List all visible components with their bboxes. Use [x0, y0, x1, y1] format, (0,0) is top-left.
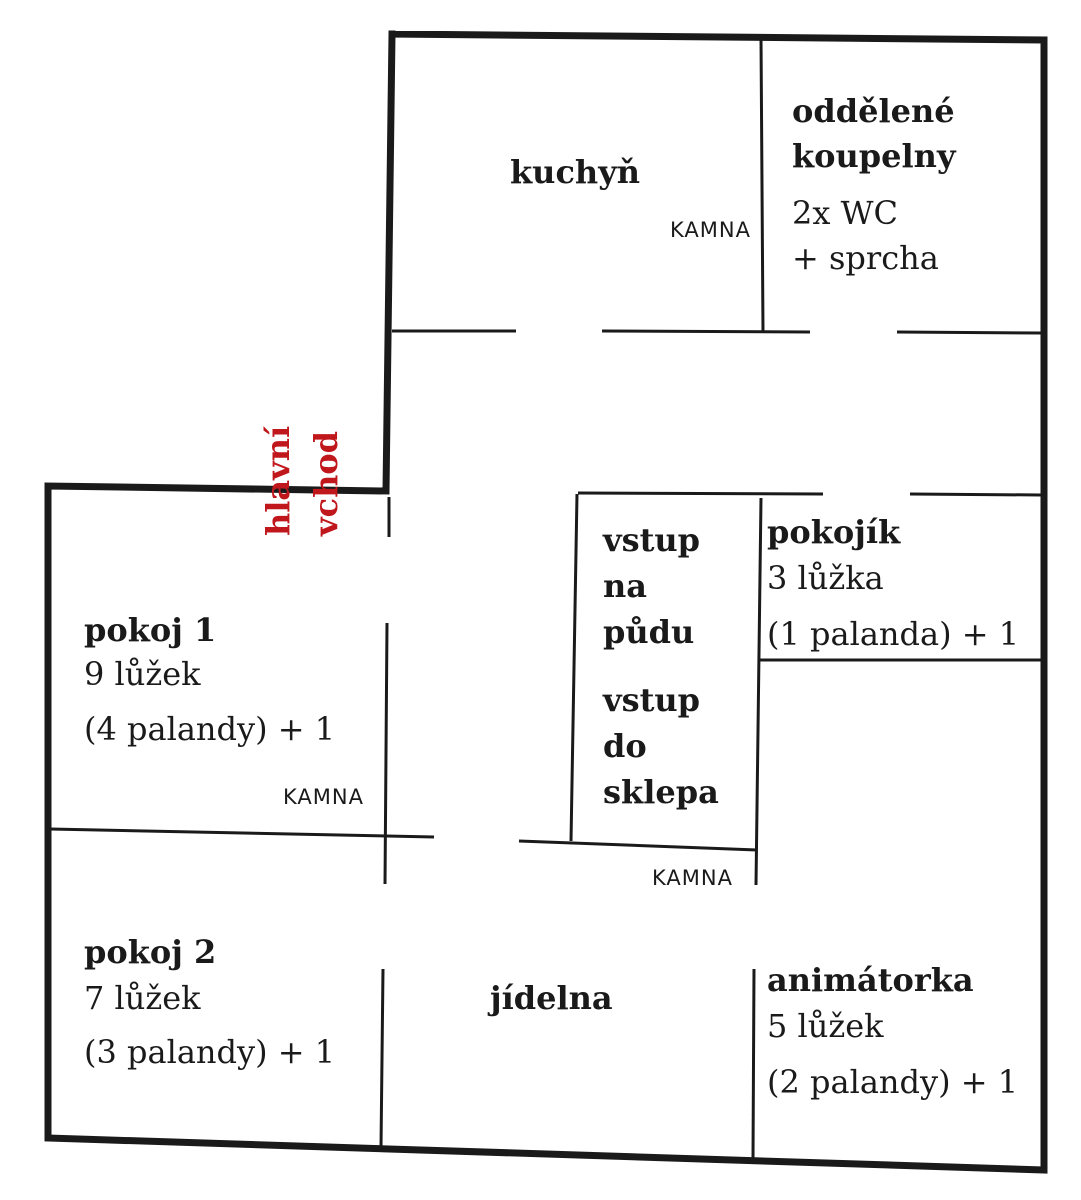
- kitchen-stove-label: KAMNA: [670, 218, 751, 242]
- dining-title: jídelna: [490, 979, 613, 1017]
- animator-beds: 5 lůžek: [767, 1007, 884, 1045]
- room1-title: pokoj 1: [84, 611, 217, 649]
- bathrooms-title-line2: koupelny: [792, 137, 956, 175]
- attic-line2: na: [603, 567, 647, 605]
- cellar-line2: do: [603, 727, 647, 765]
- room2-bunks: (3 palandy) + 1: [84, 1033, 336, 1071]
- room1-bunks: (4 palandy) + 1: [84, 710, 336, 748]
- cellar-stove-label: KAMNA: [652, 866, 733, 890]
- bathrooms-detail-line1: 2x WC: [792, 194, 898, 232]
- animator-bunks: (2 palandy) + 1: [767, 1063, 1019, 1101]
- cellar-line1: vstup: [603, 681, 701, 719]
- attic-line1: vstup: [603, 521, 701, 559]
- bathrooms-title-line1: oddělené: [792, 92, 955, 130]
- small-room-beds: 3 lůžka: [767, 559, 884, 597]
- small-room-title: pokojík: [767, 513, 901, 551]
- main-entrance-line2: vchod: [307, 430, 345, 536]
- main-entrance-line1: hlavní: [259, 425, 297, 536]
- room1-beds: 9 lůžek: [84, 655, 201, 693]
- room2-title: pokoj 2: [84, 933, 217, 971]
- room1-stove-label: KAMNA: [283, 785, 364, 809]
- room2-beds: 7 lůžek: [84, 979, 201, 1017]
- bathrooms-detail-line2: + sprcha: [792, 239, 939, 277]
- animator-title: animátorka: [767, 961, 974, 999]
- main-entrance-label: hlavní vchod: [254, 376, 350, 536]
- small-room-bunks: (1 palanda) + 1: [767, 615, 1020, 653]
- attic-line3: půdu: [603, 613, 695, 651]
- outer-wall: [44, 30, 1048, 1174]
- kitchen-title: kuchyň: [510, 153, 641, 191]
- cellar-line3: sklepa: [603, 773, 719, 811]
